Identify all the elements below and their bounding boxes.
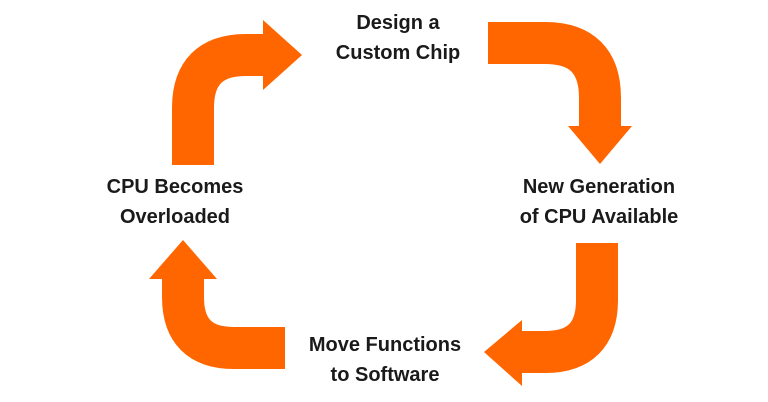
step-label-line: Move Functions [308,334,462,356]
arrow-to-new-generation [488,21,632,164]
arrow-to-design [172,20,302,165]
arrow-to-cpu-overloaded [149,240,285,369]
step-new-generation-cpu: New Generation of CPU Available [490,172,708,232]
step-design-custom-chip: Design a Custom Chip [303,8,493,68]
arrow-to-move-functions [484,243,618,386]
step-label-line: New Generation [522,176,676,198]
step-label-line: Overloaded [119,206,231,228]
step-label-line: of CPU Available [519,206,679,228]
step-move-functions-to-software: Move Functions to Software [288,330,482,390]
step-label-line: Custom Chip [335,42,461,64]
step-cpu-becomes-overloaded: CPU Becomes Overloaded [80,172,270,232]
step-label-line: CPU Becomes [106,176,244,198]
step-label-line: Design a [356,12,440,34]
step-label-line: to Software [330,364,440,386]
